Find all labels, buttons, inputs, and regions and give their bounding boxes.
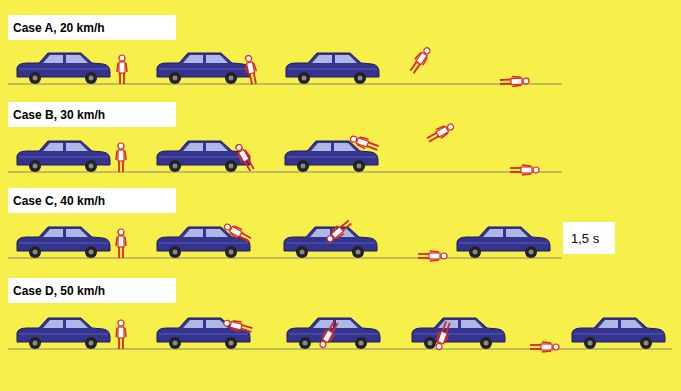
- case-label: 1,5 s: [571, 231, 599, 246]
- car: [284, 227, 377, 258]
- case-label: Case B, 30 km/h: [13, 108, 105, 122]
- pedestrian: [426, 121, 456, 144]
- pedestrian: [243, 55, 259, 85]
- pedestrian: [500, 76, 529, 87]
- label-box: Case B, 30 km/h: [8, 102, 176, 127]
- case-label: Case C, 40 km/h: [13, 194, 105, 208]
- pedestrian: [223, 318, 254, 335]
- pedestrian: [510, 165, 539, 175]
- label-box: Case C, 40 km/h: [8, 188, 176, 213]
- pedestrian: [116, 143, 126, 172]
- pedestrian: [408, 45, 433, 74]
- car: [287, 318, 380, 349]
- car: [17, 318, 110, 349]
- case-label: Case A, 20 km/h: [13, 21, 105, 35]
- car: [17, 141, 110, 172]
- pedestrian: [222, 221, 252, 244]
- pedestrian: [233, 142, 256, 172]
- car: [457, 227, 550, 258]
- label-box: Case A, 20 km/h: [8, 15, 176, 40]
- car: [412, 318, 505, 349]
- label-box: Case D, 50 km/h: [8, 278, 176, 303]
- car: [17, 227, 110, 258]
- car: [157, 53, 250, 84]
- pedestrian: [317, 320, 340, 350]
- pedestrian: [116, 320, 126, 349]
- pedestrian: [116, 229, 126, 258]
- car: [286, 53, 379, 84]
- pedestrian: [530, 342, 559, 352]
- pedestrian: [349, 133, 380, 152]
- case-label: Case D, 50 km/h: [13, 284, 105, 298]
- pedestrian: [325, 218, 354, 244]
- pedestrian: [433, 320, 452, 351]
- label-box: 1,5 s: [563, 222, 615, 254]
- car: [572, 318, 665, 349]
- ground-line: [8, 348, 672, 349]
- car: [17, 53, 110, 84]
- pedestrian: [418, 251, 447, 261]
- pedestrian: [117, 55, 127, 84]
